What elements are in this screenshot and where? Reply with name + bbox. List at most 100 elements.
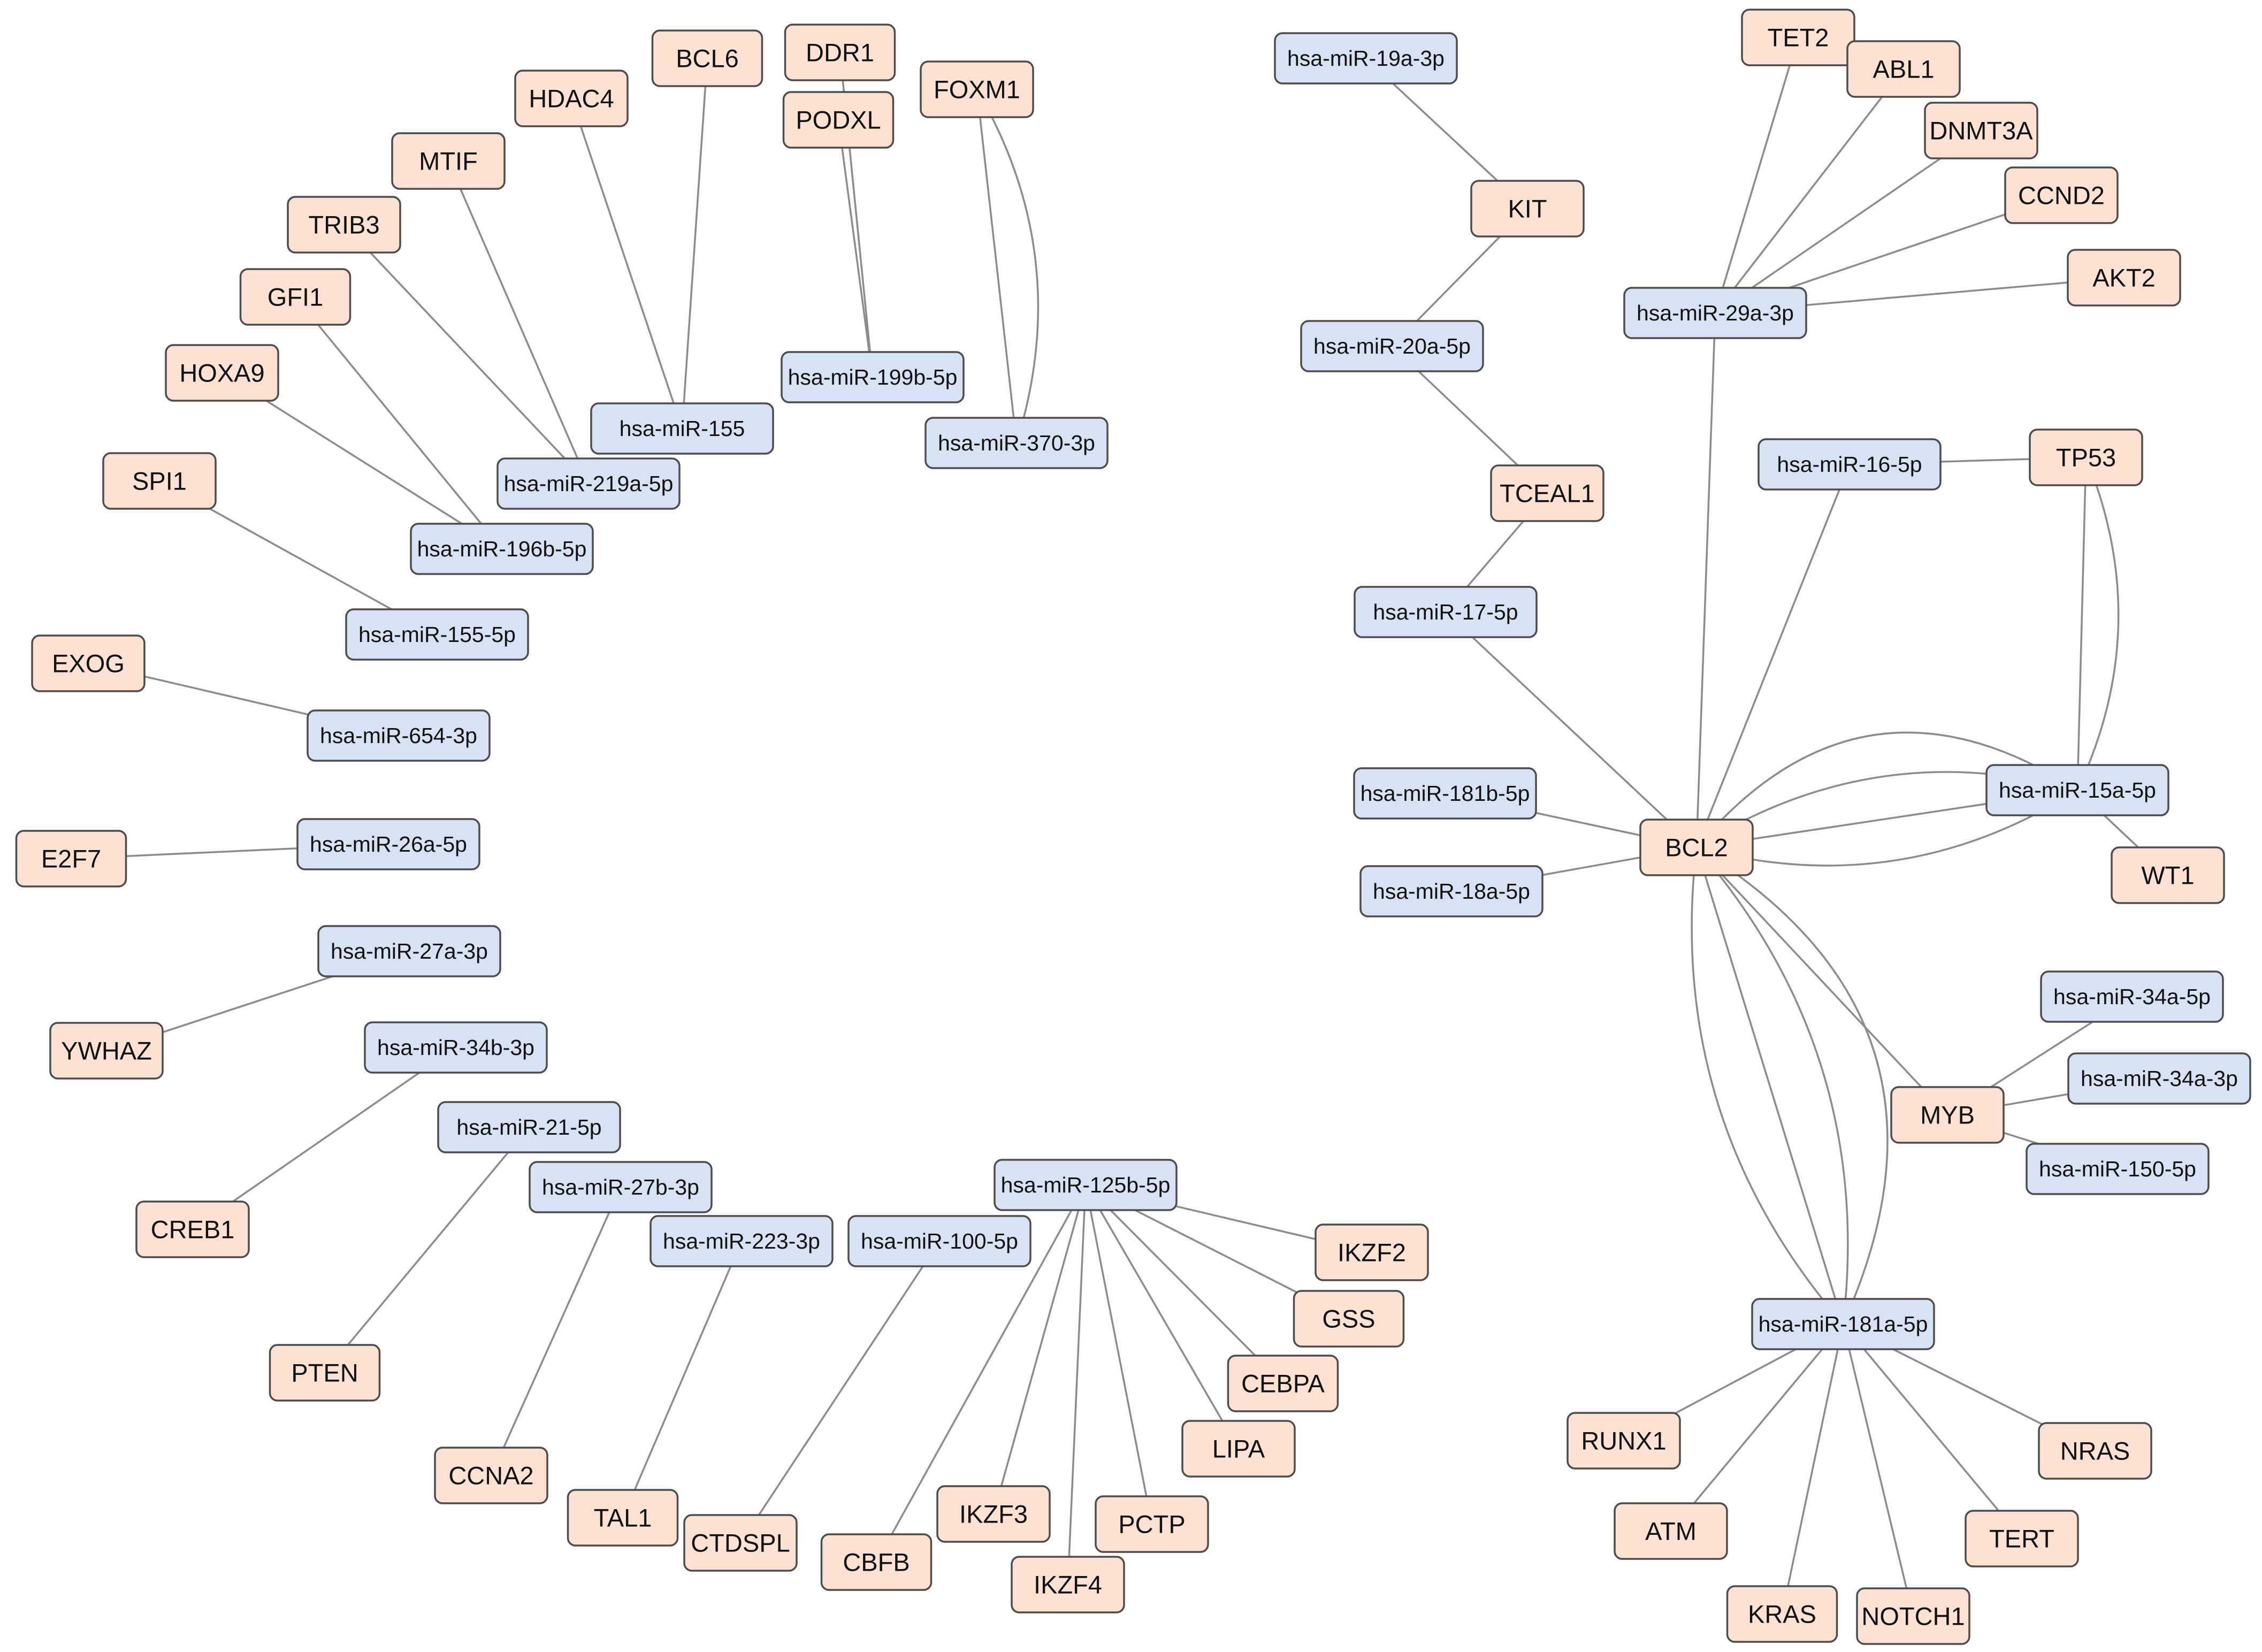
gene-box	[2067, 249, 2181, 307]
gene-box	[434, 1447, 548, 1504]
edge-mir181a-bcl2	[1691, 847, 1844, 1325]
node-mir125b: hsa-miR-125b-5p	[994, 1159, 1178, 1211]
edge-mir15a-tp53	[2076, 457, 2087, 791]
node-tceal1: TCEAL1	[1490, 464, 1604, 522]
mirna-box	[1623, 287, 1807, 339]
node-mir34b: hsa-miR-34b-3p	[364, 1021, 548, 1074]
node-label: hsa-miR-27a-3p	[331, 939, 488, 963]
edge-mir125b-cbfb	[875, 1184, 1087, 1563]
node-label: hsa-miR-26a-5p	[310, 832, 467, 856]
node-nras: NRAS	[2038, 1422, 2152, 1480]
mirna-box	[1757, 438, 1942, 491]
node-ikzf4: IKZF4	[1011, 1556, 1125, 1613]
node-label: RUNX1	[1581, 1427, 1666, 1455]
node-label: FOXM1	[934, 75, 1020, 104]
edge-mir15a-tp53	[2076, 457, 2120, 791]
node-label: HOXA9	[179, 359, 264, 387]
mirna-box	[364, 1021, 548, 1074]
node-label: YWHAZ	[61, 1037, 152, 1065]
edge-mir223-tal1	[622, 1241, 743, 1518]
node-mir370: hsa-miR-370-3p	[924, 417, 1109, 469]
edge-mir125b-ikzf4	[1067, 1184, 1087, 1585]
node-runx1: RUNX1	[1566, 1412, 1681, 1470]
node-label: hsa-miR-27b-3p	[542, 1175, 699, 1199]
gene-box	[269, 1344, 381, 1402]
node-label: PODXL	[796, 106, 881, 134]
node-label: hsa-miR-150-5p	[2039, 1157, 2196, 1181]
node-label: HDAC4	[529, 85, 614, 113]
mirna-box	[410, 523, 594, 575]
node-trib3: TRIB3	[287, 196, 401, 254]
node-gss: GSS	[1293, 1290, 1405, 1348]
edge-mir181a-bcl2	[1696, 846, 1889, 1325]
gene-box	[102, 452, 217, 510]
node-myb: MYB	[1890, 1086, 2005, 1144]
node-label: hsa-miR-181a-5p	[1759, 1312, 1928, 1336]
edge-mir16-bcl2	[1695, 464, 1851, 848]
node-hoxa9: HOXA9	[165, 344, 279, 402]
node-cebpa: CEBPA	[1227, 1355, 1339, 1412]
gene-box	[1639, 819, 1754, 876]
gene-box	[2111, 846, 2225, 904]
node-ctdspl: CTDSPL	[683, 1514, 798, 1572]
node-mtif: MTIF	[391, 132, 506, 190]
node-ikzf2: IKZF2	[1315, 1223, 1429, 1281]
mirna-box	[1354, 586, 1538, 638]
node-tp53: TP53	[2029, 429, 2143, 486]
node-label: AKT2	[2092, 264, 2156, 292]
node-mir20a: hsa-miR-20a-5p	[1300, 320, 1484, 372]
edge-mir181a-notch1	[1842, 1324, 1914, 1617]
gene-box	[1856, 1587, 1970, 1645]
edge-mir196b-hoxa9	[221, 372, 502, 550]
edge-mir199b-podxl	[837, 119, 874, 378]
gene-box	[1011, 1556, 1125, 1613]
gene-box	[1726, 1585, 1838, 1643]
node-label: MTIF	[419, 147, 478, 175]
edge-mir15a-bcl2	[1696, 789, 2078, 867]
gene-box	[31, 634, 146, 692]
node-mir181b: hsa-miR-181b-5p	[1353, 767, 1537, 820]
edge-mir370-foxm1	[976, 89, 1018, 443]
node-mir196b: hsa-miR-196b-5p	[410, 523, 594, 575]
gene-box	[1614, 1502, 1728, 1560]
node-mir150: hsa-miR-150-5p	[2026, 1143, 2210, 1195]
edge-mir181a-kras	[1781, 1324, 1844, 1615]
node-cbfb: CBFB	[820, 1533, 933, 1591]
gene-box	[1846, 40, 1961, 98]
node-label: IKZF4	[1034, 1571, 1102, 1599]
gene-box	[1490, 464, 1604, 522]
gene-box	[391, 132, 506, 190]
node-mir34a-3p: hsa-miR-34a-3p	[2067, 1052, 2251, 1105]
node-label: BCL2	[1665, 833, 1728, 862]
node-mir199b: hsa-miR-199b-5p	[781, 351, 965, 403]
gene-box	[1315, 1223, 1429, 1281]
gene-box	[1293, 1290, 1405, 1348]
node-label: hsa-miR-20a-5p	[1313, 334, 1471, 358]
node-label: CEBPA	[1241, 1370, 1325, 1398]
gene-box	[1181, 1420, 1296, 1478]
node-label: hsa-miR-100-5p	[861, 1229, 1018, 1253]
edge-myb-bcl2	[1695, 846, 1948, 1116]
mirna-box	[2026, 1143, 2210, 1195]
node-mir100: hsa-miR-100-5p	[847, 1215, 1031, 1267]
node-mir16: hsa-miR-16-5p	[1757, 438, 1942, 491]
edge-mir155-hdac4	[570, 98, 683, 429]
node-notch1: NOTCH1	[1856, 1587, 1970, 1645]
node-ccnd2: CCND2	[2004, 166, 2119, 224]
node-kras: KRAS	[1726, 1585, 1838, 1643]
gene-box	[2038, 1422, 2152, 1480]
edge-mir15a-bcl2	[1695, 731, 2078, 848]
mirna-box	[924, 417, 1109, 469]
node-mir21: hsa-miR-21-5p	[437, 1101, 621, 1153]
node-mir17: hsa-miR-17-5p	[1354, 586, 1538, 638]
node-foxm1: FOXM1	[920, 60, 1034, 118]
gene-box	[1890, 1086, 2005, 1144]
node-label: hsa-miR-15a-5p	[1999, 778, 2156, 802]
node-label: GSS	[1322, 1305, 1375, 1333]
node-label: TET2	[1768, 24, 1829, 52]
node-label: hsa-miR-654-3p	[320, 723, 477, 748]
edge-mir21-pten	[324, 1126, 530, 1374]
gene-box	[1095, 1495, 1209, 1553]
edge-mir29a-abl1	[1714, 68, 1905, 314]
